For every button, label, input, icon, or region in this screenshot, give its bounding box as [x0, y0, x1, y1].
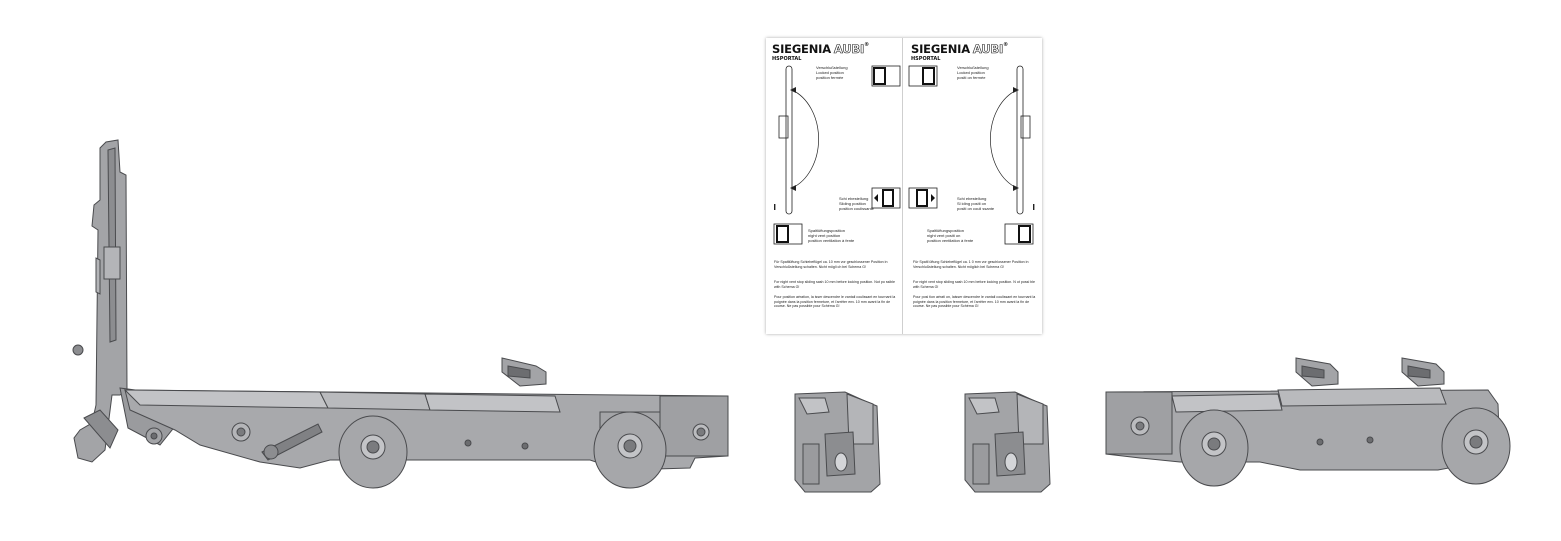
instruction-text-de: Für Spaltl üftung Schiebeflügel ca. 1 0 … [913, 260, 1029, 269]
sliding-label-fr: position coulissante [839, 206, 874, 211]
vent-label-de: Spaltlüftungsposition [808, 228, 845, 233]
sliding-label-de: Schi ebestellung [839, 196, 869, 201]
sliding-label-fr: positi on couli ssante [957, 206, 995, 211]
sliding-label-en: Sliding position [839, 201, 866, 206]
corner-clip [501, 357, 547, 387]
instruction-text-en: For night vent stop sliding sash 10 mm b… [913, 280, 1036, 289]
carriage-block-left [794, 391, 881, 493]
product-name: HSPORTAL [911, 56, 941, 62]
locked-label-en: Locked position [816, 70, 844, 75]
corner-vertical-arm [72, 139, 181, 463]
locked-label-fr: position fermée [816, 75, 844, 80]
right-clips [1295, 357, 1445, 387]
vent-label-en: night vent positi on [927, 233, 961, 238]
instruction-text-de: Für Spaltlüftung Schiebeflügel ca. 10 mm… [774, 260, 888, 269]
instruction-text-fr: Pour posi tion aérati on, laisser descen… [913, 295, 1036, 309]
right-rollers [1179, 407, 1511, 487]
corner-rollers [338, 411, 667, 489]
vent-label-de: Spaltlüftungsposition [927, 228, 964, 233]
vent-label-fr: position ventilation à fente [927, 238, 974, 243]
handle-rotation-diagram [773, 65, 901, 245]
vent-label-fr: position ventilation à fente [808, 238, 855, 243]
locked-label-en: Locked position [957, 70, 985, 75]
locked-label-de: Verschlußstellung [816, 65, 848, 70]
sliding-label-en: Sl iding positi on [957, 201, 987, 206]
locked-label-de: Verschlußstellung [957, 65, 989, 70]
product-name: HSPORTAL [772, 56, 802, 62]
handle-rotation-diagram [908, 65, 1035, 245]
locked-label-fr: positi on fermée [957, 75, 986, 80]
sliding-label-de: Schi ebestellung [957, 196, 987, 201]
carriage-block-right [964, 391, 1051, 493]
right-main-rail [1105, 387, 1501, 471]
vent-label-en: night vent position [808, 233, 841, 238]
instruction-text-en: For night vent stop sliding sash 10 mm b… [774, 280, 896, 289]
instruction-text-fr: Pour position aération, la isser descend… [774, 295, 896, 309]
